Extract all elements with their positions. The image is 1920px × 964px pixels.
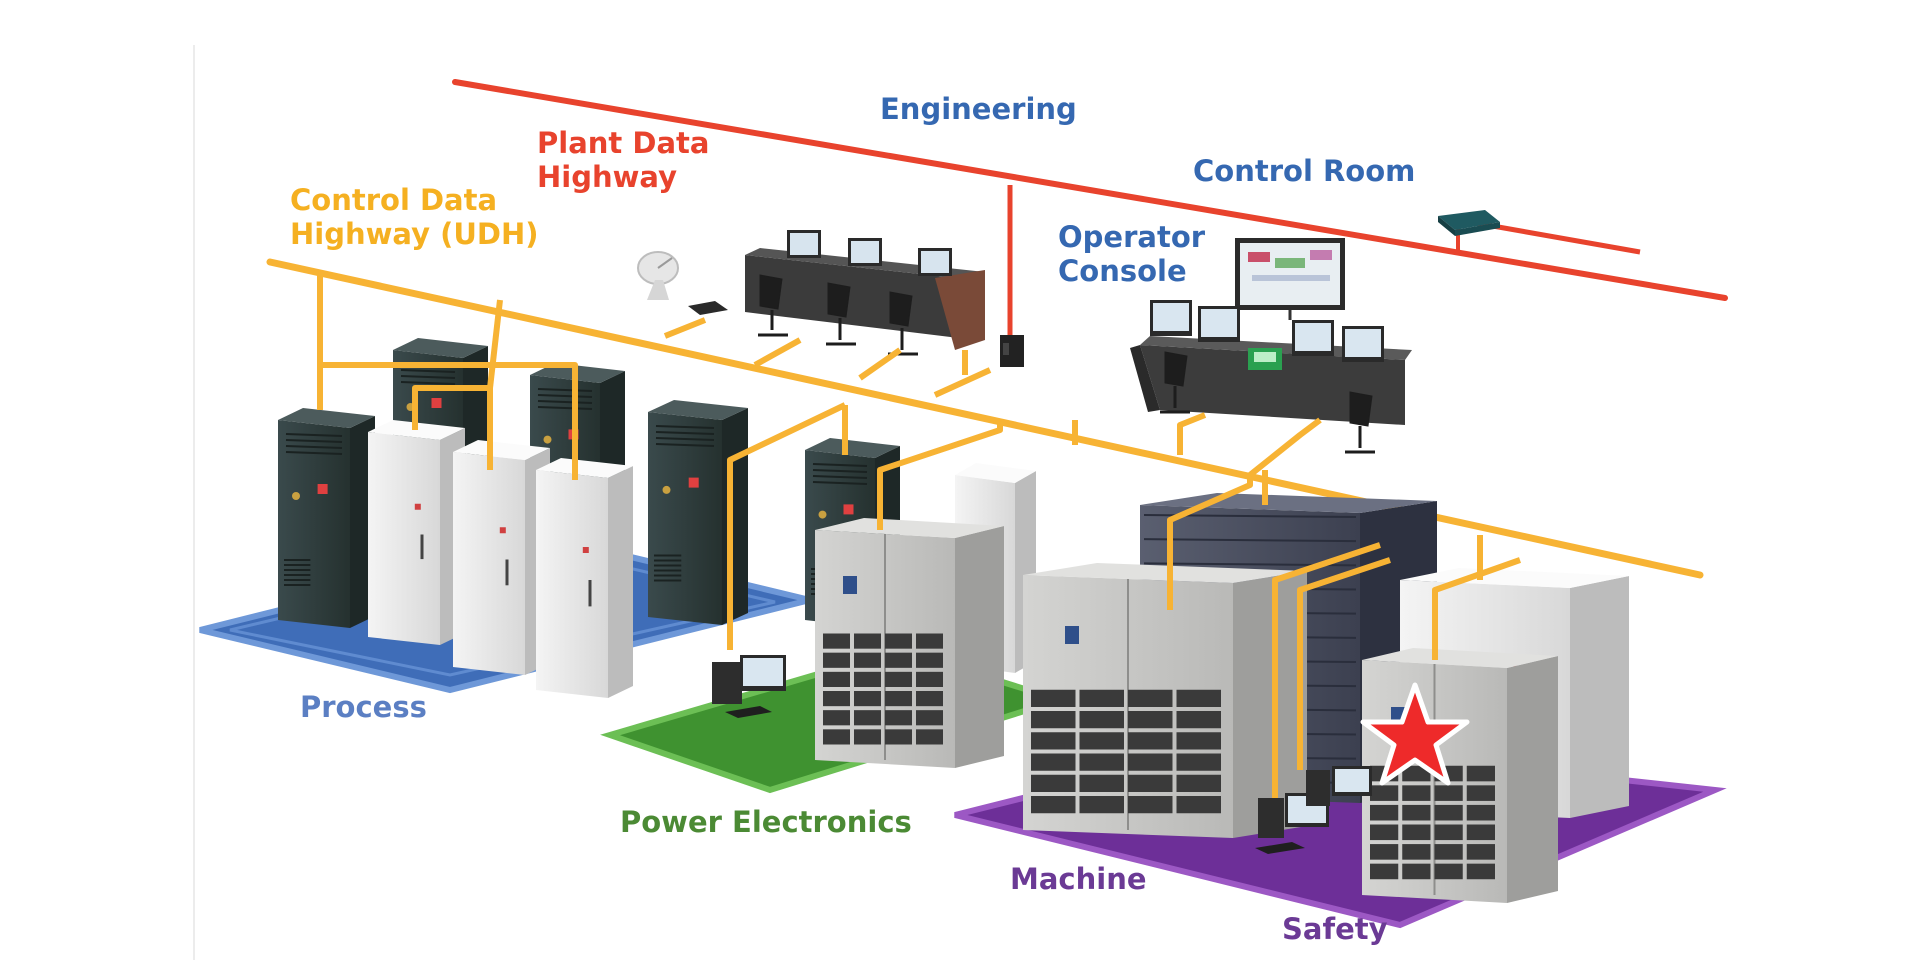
process-cabinet-3 <box>453 440 550 675</box>
process-label: Process <box>300 690 427 724</box>
operator-monitors <box>1150 300 1384 370</box>
drop-safety <box>1432 557 1521 660</box>
engineering-switch <box>1000 335 1024 367</box>
drop-power-main <box>877 420 1003 530</box>
machine-cabinet-main <box>1023 563 1307 838</box>
drop-process-a <box>317 362 578 410</box>
power-electronics-label: Power Electronics <box>620 805 912 839</box>
power-electronics-text: Power Electronics <box>620 805 912 839</box>
network-switch <box>1438 210 1500 236</box>
drop-operator-b <box>1177 412 1207 455</box>
drop-hub <box>663 317 707 339</box>
drop-eng-c <box>933 367 992 398</box>
process-cabinet-2 <box>368 420 465 645</box>
plant-data-highway <box>452 79 1728 335</box>
engineering-chairs <box>758 274 918 356</box>
process-text: Process <box>300 690 427 724</box>
satellite-dish-icon <box>637 251 679 300</box>
drop-operator <box>1248 417 1322 478</box>
drop-process-b <box>412 385 493 470</box>
large-display <box>1235 238 1345 320</box>
control-label-line1: Control Data <box>290 183 498 217</box>
cabinets <box>278 338 1629 903</box>
control-room-label: Control Room <box>1193 154 1415 188</box>
process-cabinet-4 <box>536 458 633 698</box>
plant-data-highway-label: Plant Data Highway <box>537 126 709 194</box>
engineering-label: Engineering <box>880 92 1077 126</box>
drop-process-d <box>487 299 503 389</box>
safety-text: Safety <box>1282 912 1388 946</box>
machine-text: Machine <box>1010 862 1147 896</box>
control-label-line2: Highway (UDH) <box>290 217 539 251</box>
machine-workstations <box>1255 766 1372 854</box>
power-cabinet-main <box>815 518 1004 768</box>
power-workstation <box>712 655 786 718</box>
operator-label-line2: Console <box>1058 254 1187 288</box>
drop-eng-a <box>753 337 802 368</box>
drop-eng-b <box>858 347 902 381</box>
operator-console-label: Operator Console <box>1058 220 1205 288</box>
control-highway-drops <box>317 272 1521 800</box>
control-room-text: Control Room <box>1193 154 1416 188</box>
machine-label: Machine <box>1010 862 1147 896</box>
safety-label: Safety <box>1282 912 1388 946</box>
operator-label-line1: Operator <box>1058 220 1206 254</box>
drop-machine-ws2 <box>1297 557 1391 770</box>
network-hub <box>688 301 728 315</box>
plant-label-line2: Highway <box>537 160 677 194</box>
drop-power-ws <box>727 402 847 650</box>
engineering-monitors <box>787 230 952 276</box>
control-data-highway <box>266 258 1704 579</box>
engineering-text: Engineering <box>880 92 1077 126</box>
operator-chairs <box>1160 351 1375 454</box>
drop-machine-ws <box>1272 542 1381 800</box>
process-cabinet-1 <box>278 408 375 628</box>
control-data-highway-label: Control Data Highway (UDH) <box>290 183 538 251</box>
plant-label-line1: Plant Data <box>537 126 710 160</box>
star-icon <box>1360 682 1470 786</box>
drop-machine-main <box>1167 475 1253 610</box>
